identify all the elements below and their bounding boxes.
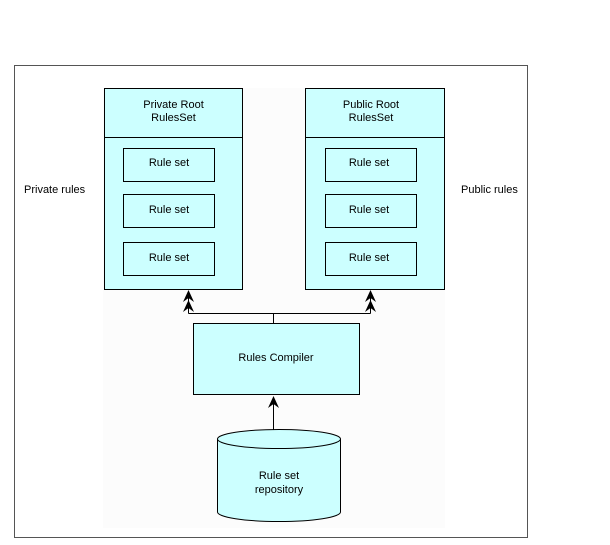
private-rule-set-2: Rule set xyxy=(149,204,189,216)
arrow-into-compiler xyxy=(268,396,279,408)
public-rules-label: Public rules xyxy=(461,184,518,196)
public-root-title-line2: RulesSet xyxy=(349,112,394,124)
arrow-into-private-root xyxy=(183,290,194,312)
private-rules-label: Private rules xyxy=(24,184,86,196)
private-rule-set-box-2 xyxy=(123,194,215,228)
public-rule-set-box-1 xyxy=(325,148,417,182)
repository-label-line2: repository xyxy=(255,484,304,496)
private-rule-set-box-3 xyxy=(123,242,215,276)
private-rule-set-1: Rule set xyxy=(149,157,189,169)
public-rule-set-3: Rule set xyxy=(349,252,389,264)
public-rule-set-box-3 xyxy=(325,242,417,276)
private-rule-set-3: Rule set xyxy=(149,252,189,264)
repository-label-line1: Rule set xyxy=(259,470,299,482)
rule-set-repository: Rule set repository xyxy=(217,429,341,522)
private-root-rulesset: Private Root RulesSet Rule set Rule set … xyxy=(104,88,243,290)
public-root-rulesset: Public Root RulesSet Rule set Rule set R… xyxy=(305,88,445,290)
rules-compiler-label: Rules Compiler xyxy=(238,352,314,364)
private-root-title-line1: Private Root xyxy=(143,99,204,111)
repository-top xyxy=(217,429,341,449)
public-root-title-line1: Public Root xyxy=(343,99,399,111)
rules-compiler: Rules Compiler xyxy=(193,323,360,395)
arrow-into-public-root xyxy=(365,290,376,312)
public-rule-set-box-2 xyxy=(325,194,417,228)
public-rule-set-1: Rule set xyxy=(349,157,389,169)
private-rule-set-box-1 xyxy=(123,148,215,182)
public-rule-set-2: Rule set xyxy=(349,204,389,216)
rules-compiler-box xyxy=(193,323,360,395)
private-root-title-line2: RulesSet xyxy=(151,112,196,124)
repository-body xyxy=(217,439,341,522)
